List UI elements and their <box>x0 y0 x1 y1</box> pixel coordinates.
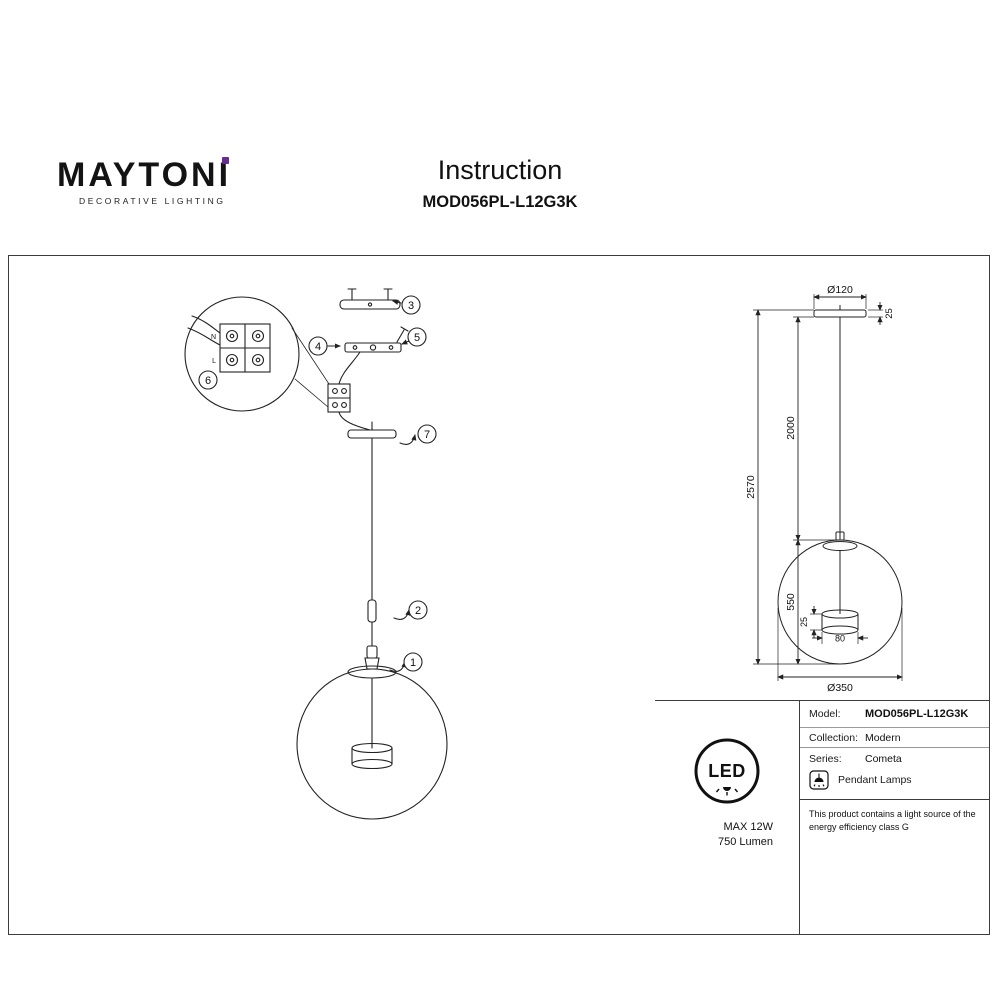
cord-adjuster <box>367 599 377 623</box>
model-value: MOD056PL-L12G3K <box>865 708 969 720</box>
dimension-drawing: Ø120 25 2000 550 2570 25 80 Ø350 <box>745 284 903 694</box>
step-marker-1: 1 <box>403 652 423 672</box>
model-code: MOD056PL-L12G3K <box>422 193 578 211</box>
collection-value: Modern <box>865 731 901 744</box>
dim-label-canopy-height: 25 <box>884 308 895 319</box>
collection-row: Collection: Modern <box>800 728 989 748</box>
series-type: Pendant Lamps <box>838 774 912 786</box>
svg-text:6: 6 <box>205 375 211 387</box>
dim-label-shade-diameter: Ø350 <box>827 682 853 694</box>
supply-wire <box>338 351 361 385</box>
step-marker-6: 6 <box>198 370 218 390</box>
terminal-label-n: N <box>211 334 216 341</box>
svg-text:7: 7 <box>424 429 430 441</box>
series-value: Cometa <box>865 753 902 765</box>
rotate-arrow-7 <box>399 434 417 445</box>
page-header: MAYTONI DECORATIVE LIGHTING Instruction … <box>0 0 1000 255</box>
fixing-screw <box>396 326 409 343</box>
dim-label-module-width: 80 <box>835 634 845 644</box>
product-info-table: Model: MOD056PL-L12G3K Collection: Moder… <box>800 701 989 934</box>
canopy-wire <box>338 411 371 431</box>
series-row: Series: Cometa Pendant Lamps <box>800 748 989 800</box>
led-cell: LED MAX 12W 750 Lumen <box>655 701 800 934</box>
title-block: Instruction MOD056PL-L12G3K <box>0 155 1000 212</box>
terminal-label-l: L <box>212 358 216 365</box>
dimension-lines <box>755 294 903 680</box>
energy-note: This product contains a light source of … <box>809 809 976 833</box>
brand-name: MAYTONI <box>57 156 232 194</box>
canopy <box>347 429 397 439</box>
maytoni-logo: MAYTONI DECORATIVE LIGHTING <box>57 156 232 206</box>
dim-label-cord-length: 2000 <box>785 416 797 440</box>
dim-label-canopy-diameter: Ø120 <box>827 284 853 296</box>
dim-canopy <box>813 305 867 318</box>
brand-tagline: DECORATIVE LIGHTING <box>79 196 226 206</box>
light-rays-icon <box>715 787 739 796</box>
dim-label-shade-height: 550 <box>785 593 797 611</box>
mounting-bracket <box>344 342 402 353</box>
model-row: Model: MOD056PL-L12G3K <box>800 701 989 728</box>
step-marker-5: 5 <box>407 327 427 347</box>
shade-connector <box>366 645 378 659</box>
page-title: Instruction <box>437 155 563 185</box>
step-marker-4: 4 <box>308 336 328 356</box>
luminous-flux: 750 Lumen <box>717 836 773 848</box>
rotate-arrow-1 <box>389 661 407 672</box>
ceiling-plate <box>339 288 401 310</box>
magnifier-detail: N L <box>184 296 330 412</box>
max-power: MAX 12W <box>723 821 773 833</box>
svg-text:3: 3 <box>408 300 414 312</box>
step-5-leader-arrow <box>401 339 410 345</box>
svg-text:2: 2 <box>415 605 421 617</box>
content-frame: N L <box>8 255 990 935</box>
spec-panel: LED MAX 12W 750 Lumen Model: MOD056PL-L1… <box>655 700 989 934</box>
rotate-arrow-2 <box>393 609 411 620</box>
svg-text:1: 1 <box>410 657 416 669</box>
step-3-leader-arrow <box>392 299 402 305</box>
assembly-diagram: N L <box>184 288 448 820</box>
series-label: Series: <box>809 753 842 765</box>
collection-label: Collection: <box>809 731 859 744</box>
led-logo: LED <box>694 738 760 804</box>
glass-sphere <box>296 657 448 820</box>
model-label: Model: <box>809 708 841 720</box>
logo-purple-dot <box>222 157 230 164</box>
svg-text:4: 4 <box>315 341 321 353</box>
extension-lines <box>753 294 903 681</box>
led-badge-text: LED <box>708 761 746 781</box>
dim-label-module-height: 25 <box>799 617 809 627</box>
dim-label-total-height: 2570 <box>745 475 757 499</box>
step-marker-7: 7 <box>417 424 437 444</box>
terminal-block <box>327 383 351 413</box>
step-marker-3: 3 <box>401 295 421 315</box>
pendant-lamp-icon <box>809 770 829 790</box>
step-marker-2: 2 <box>408 600 428 620</box>
brand-wordmark: MAYTONI <box>57 156 232 194</box>
svg-text:5: 5 <box>414 332 420 344</box>
